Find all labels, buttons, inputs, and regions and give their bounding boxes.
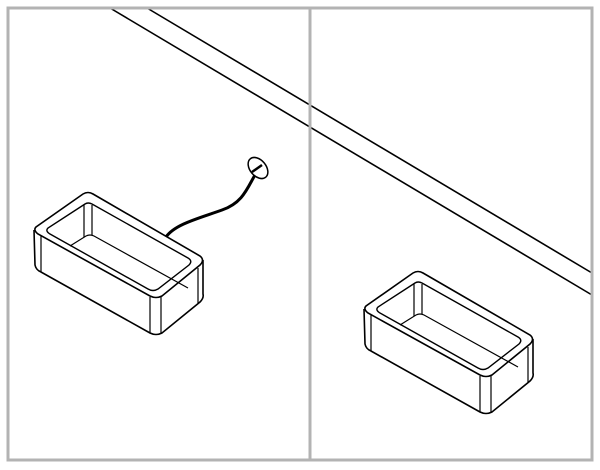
tray-left: [33, 191, 204, 336]
cord: [164, 169, 260, 238]
left-panel: [33, 156, 269, 336]
tray-right: [363, 270, 535, 415]
table-edge-lines: [109, 7, 593, 296]
right-panel: [363, 270, 535, 415]
panel-frame: [6, 6, 594, 462]
